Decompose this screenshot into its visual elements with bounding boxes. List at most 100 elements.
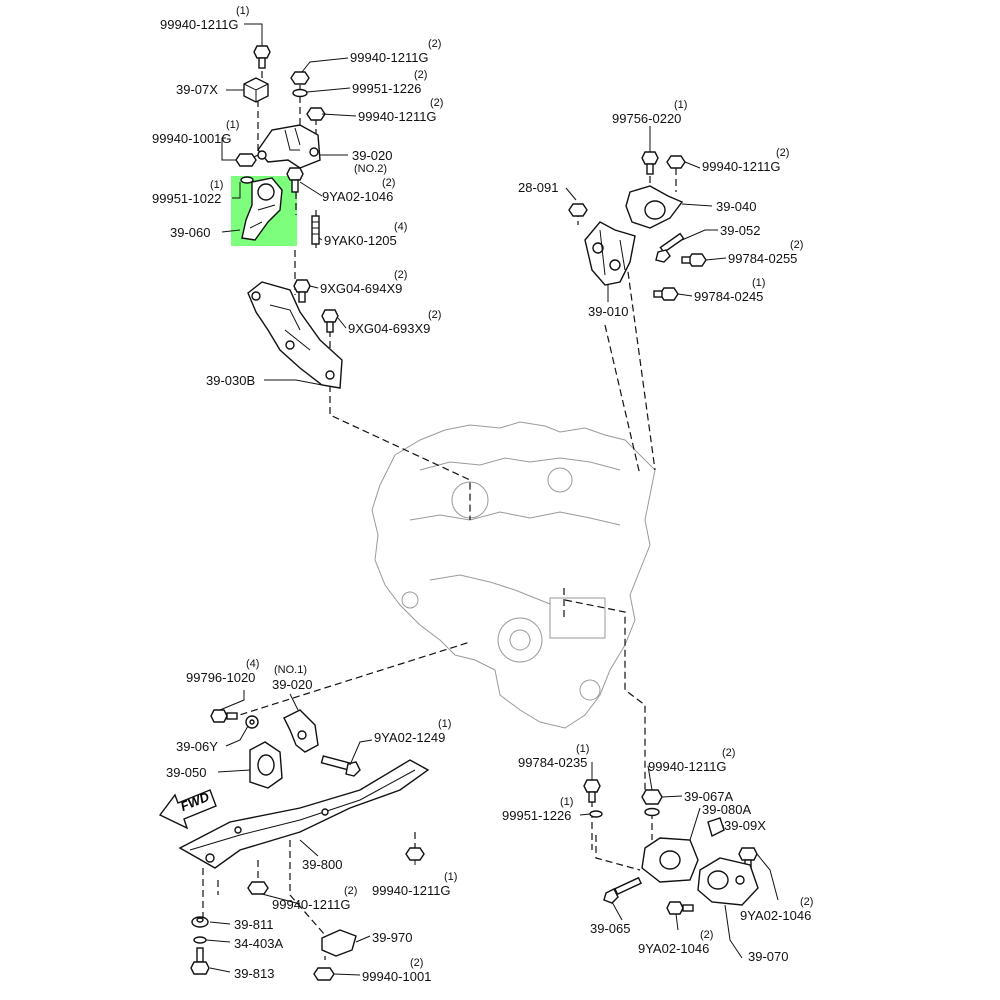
qty-p24: (NO.1) bbox=[274, 664, 307, 676]
qty-p3: (2) bbox=[428, 38, 442, 50]
crossmember-39-800[interactable] bbox=[178, 759, 430, 869]
qty-p26: (1) bbox=[438, 718, 452, 730]
qty-p21: (1) bbox=[752, 277, 766, 289]
label-p43: 39-065 bbox=[590, 921, 631, 936]
engine-outline bbox=[371, 421, 656, 729]
qty-p44: (2) bbox=[700, 929, 714, 941]
qty-p37: (2) bbox=[722, 747, 736, 759]
qty-p16: (2) bbox=[776, 147, 790, 159]
label-p41: 39-09X bbox=[724, 818, 766, 833]
label-p11: 9YAK0-1205 bbox=[324, 233, 397, 248]
bracket-39-080A[interactable] bbox=[641, 837, 699, 883]
label-p9: 9YA02-1046 bbox=[322, 189, 394, 204]
washer-99951-1022[interactable] bbox=[240, 176, 254, 184]
label-p20: 99784-0255 bbox=[728, 251, 798, 266]
nut-99940-1211G-bottom-right[interactable] bbox=[641, 789, 663, 805]
bolt-9YA02-1046-top[interactable] bbox=[286, 167, 304, 193]
qty-p11: (4) bbox=[394, 221, 408, 233]
qty-p29: (1) bbox=[444, 871, 458, 883]
bolt-99784-0245[interactable] bbox=[653, 287, 679, 301]
label-p30: 99940-1211G bbox=[272, 897, 351, 912]
nut-99940-1211G-right[interactable] bbox=[666, 155, 686, 169]
bracket-39-030B[interactable] bbox=[247, 281, 343, 389]
label-p1: 99940-1211G bbox=[160, 17, 239, 32]
label-p6: 99940-1001G bbox=[152, 131, 232, 146]
washer-39-06Y[interactable] bbox=[245, 715, 259, 729]
nut-28-091[interactable] bbox=[568, 203, 588, 217]
bolt-9XG04-694X9[interactable] bbox=[293, 279, 311, 303]
qty-p13: (2) bbox=[428, 309, 442, 321]
qty-p23: (4) bbox=[246, 658, 260, 670]
washer-99951-1226-top[interactable] bbox=[292, 88, 308, 98]
label-p32: 34-403A bbox=[234, 936, 284, 951]
label-p3: 99940-1211G bbox=[350, 50, 429, 65]
label-p7: 39-020 bbox=[352, 148, 393, 163]
qty-p4: (2) bbox=[414, 69, 428, 81]
spacer-39-811[interactable] bbox=[191, 916, 209, 928]
label-p13: 9XG04-693X9 bbox=[348, 321, 431, 336]
qty-p9: (2) bbox=[382, 177, 396, 189]
qty-p15: (1) bbox=[674, 99, 688, 111]
qty-p6: (1) bbox=[226, 119, 240, 131]
label-p17: 28-091 bbox=[518, 180, 559, 195]
bolt-9YA02-1046-bottom[interactable] bbox=[666, 901, 694, 915]
label-p23: 99796-1020 bbox=[186, 670, 256, 685]
engine-mount-39-040[interactable] bbox=[625, 185, 684, 229]
qty-p42: (2) bbox=[800, 896, 814, 908]
bolt-9YA02-1249[interactable] bbox=[320, 755, 361, 777]
label-p44: 9YA02-1046 bbox=[638, 941, 710, 956]
cap-39-07X[interactable] bbox=[243, 77, 269, 103]
label-p2: 39-07X bbox=[176, 82, 218, 97]
qty-p36: (1) bbox=[576, 743, 590, 755]
bolt-9XG04-693X9[interactable] bbox=[321, 309, 339, 333]
bolt-99784-0255[interactable] bbox=[681, 253, 707, 267]
engine-mount-39-050[interactable] bbox=[249, 741, 283, 789]
nut-99940-1211G-crossmember-right[interactable] bbox=[405, 847, 425, 861]
label-p5: 99940-1211G bbox=[358, 109, 437, 124]
label-p31: 39-811 bbox=[234, 917, 274, 932]
washer-34-403A[interactable] bbox=[193, 936, 207, 944]
leader-lines bbox=[205, 23, 779, 976]
stud-9YAK0-1205[interactable] bbox=[311, 215, 320, 245]
nut-99940-1211G-b[interactable] bbox=[306, 107, 326, 121]
bracket-39-970[interactable] bbox=[321, 929, 357, 957]
qty-p8: (1) bbox=[210, 179, 224, 191]
engine-mount-39-070[interactable] bbox=[697, 857, 759, 906]
bolt-99756-0220[interactable] bbox=[641, 151, 659, 175]
label-p21: 99784-0245 bbox=[694, 289, 764, 304]
bracket-39-020-no2[interactable] bbox=[257, 124, 321, 169]
label-p40: 39-080A bbox=[702, 802, 752, 817]
bracket-39-020-no1[interactable] bbox=[283, 709, 319, 753]
bolt-39-052[interactable] bbox=[655, 232, 685, 263]
nut-99940-1211G-a[interactable] bbox=[290, 71, 310, 85]
bolt-99796-1020[interactable] bbox=[210, 709, 238, 723]
label-p12: 9XG04-694X9 bbox=[320, 281, 403, 296]
label-p24: 39-020 bbox=[272, 677, 313, 692]
label-p29: 99940-1211G bbox=[372, 883, 451, 898]
qty-p1: (1) bbox=[236, 5, 250, 17]
qty-p7: (NO.2) bbox=[354, 163, 387, 175]
stopper-39-09X[interactable] bbox=[707, 817, 725, 838]
bolt-39-813[interactable] bbox=[190, 947, 210, 975]
label-p33: 39-813 bbox=[234, 966, 275, 981]
nut-99940-1001[interactable] bbox=[313, 967, 335, 981]
bolt-99784-0235[interactable] bbox=[583, 779, 601, 803]
bolt-39-065[interactable] bbox=[603, 876, 642, 904]
qty-p5: (2) bbox=[430, 97, 444, 109]
bracket-39-010[interactable] bbox=[584, 221, 636, 286]
label-p16: 99940-1211G bbox=[702, 159, 781, 174]
washer-39-067A[interactable] bbox=[644, 807, 660, 817]
label-p42: 9YA02-1046 bbox=[740, 908, 812, 923]
label-p28: 39-800 bbox=[302, 857, 343, 872]
bolt-99940-1211G-top[interactable] bbox=[253, 45, 271, 69]
nut-99940-1211G-crossmember-left[interactable] bbox=[247, 881, 269, 895]
nut-99940-1001G[interactable] bbox=[235, 153, 257, 167]
label-p22: 39-010 bbox=[588, 304, 629, 319]
label-p34: 39-970 bbox=[372, 930, 413, 945]
washer-99951-1226-bottom[interactable] bbox=[589, 810, 603, 818]
engine-mount-39-060[interactable] bbox=[241, 177, 283, 241]
qty-p39: (1) bbox=[560, 796, 574, 808]
label-p10: 39-060 bbox=[170, 225, 211, 240]
label-p35: 99940-1001 bbox=[362, 969, 432, 984]
